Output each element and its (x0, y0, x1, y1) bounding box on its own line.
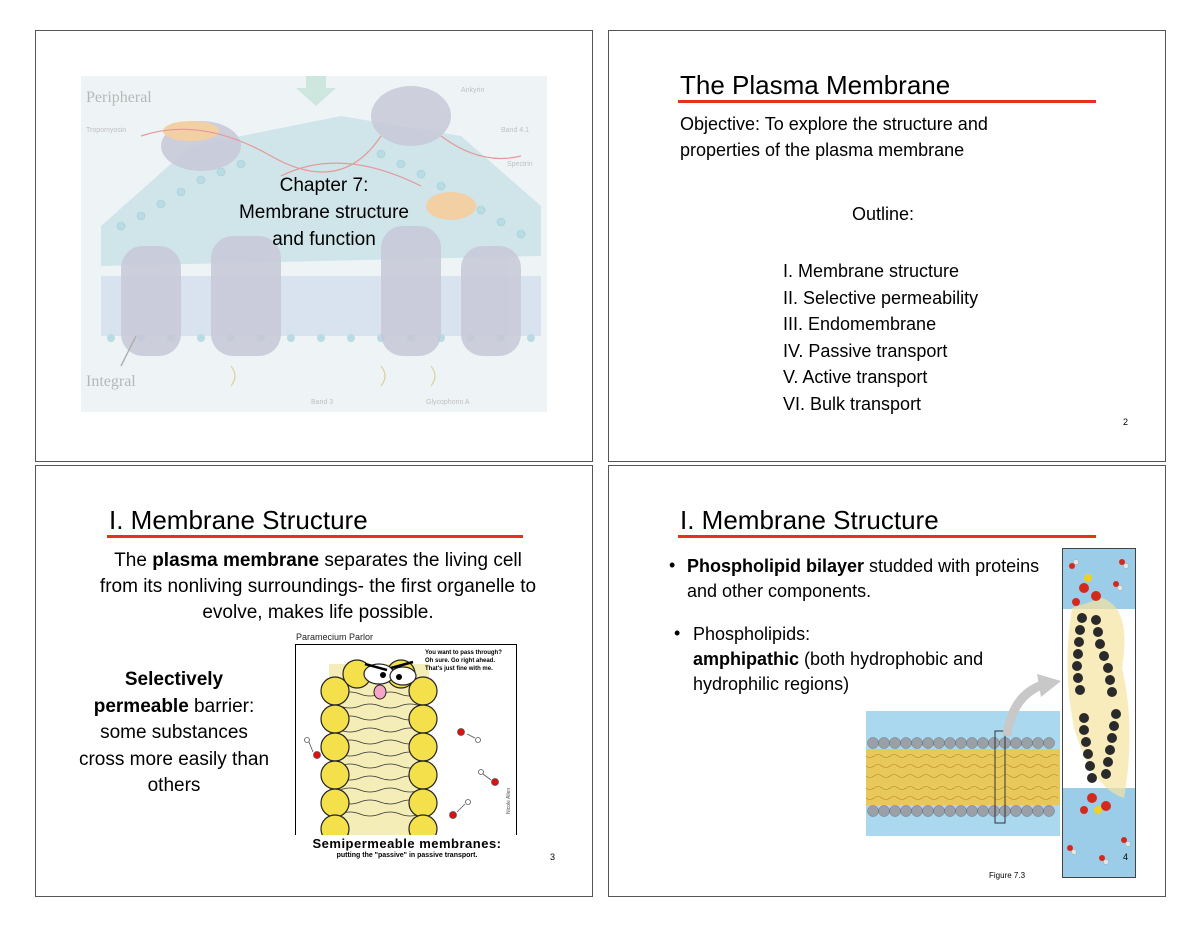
label-tropomyosin: Tropomyosin (86, 127, 126, 134)
bold-term: Selectively (124, 669, 224, 690)
cartoon-signature: Nicole Allen (506, 788, 512, 814)
chapter-title: Chapter 7: Membrane structure and functi… (176, 172, 472, 253)
objective-line: properties of the plasma membrane (680, 140, 965, 160)
label-ankyrin: Ankyrin (461, 87, 484, 94)
slide-2: The Plasma Membrane Objective: To explor… (608, 30, 1166, 462)
cartoon-subcaption: putting the "passive" in passive transpo… (336, 852, 478, 859)
zoom-arrow (1002, 674, 1061, 737)
bold-term: plasma membrane (152, 550, 320, 571)
label-band3: Band 3 (311, 399, 333, 406)
slide-3: I. Membrane Structure The plasma membran… (35, 465, 593, 897)
objective-text: Objective: To explore the structure and … (680, 111, 988, 163)
outline-item: I. Membrane structure (783, 261, 960, 281)
outline-item: II. Selective permeability (783, 287, 979, 308)
page-number: 3 (550, 852, 556, 862)
heading-underline (107, 535, 523, 538)
page-number: 4 (1123, 852, 1129, 862)
slide-heading: I. Membrane Structure (109, 505, 368, 535)
label-spectrin: Spectrin (507, 161, 533, 168)
heading-underline (678, 100, 1096, 103)
bilayer-figure (866, 711, 1060, 836)
outline-item: IV. Passive transport (783, 340, 948, 361)
slide-1: Peripheral Integral Tropomyosin Ankyrin … (35, 30, 593, 462)
slide-heading: I. Membrane Structure (680, 505, 939, 535)
cartoon-title: Paramecium Parlor (296, 632, 374, 642)
figure-caption: Figure 7.3 (989, 871, 1026, 880)
bullet-phospholipids: Phospholipids:amphipathic (both hydropho… (693, 624, 984, 694)
bold-term: amphipathic (693, 649, 800, 669)
cartoon-caption: Semipermeable membranes: (312, 836, 502, 851)
label-glycophorin: Glycophorin A (426, 399, 470, 406)
slide-4: I. Membrane Structure • Phospholipid bil… (608, 465, 1166, 897)
outline-label: Outline: (852, 204, 915, 224)
title-line: Membrane structure (238, 202, 409, 223)
bold-term: Phospholipid bilayer (687, 556, 865, 576)
outline-item: VI. Bulk transport (783, 393, 922, 414)
page-number: 2 (1123, 417, 1129, 427)
bullet-phospholipid-bilayer: Phospholipid bilayer studded with protei… (687, 556, 1040, 601)
label-peripheral: Peripheral (86, 89, 152, 106)
title-line: and function (272, 229, 376, 250)
bullet-marker: • (669, 555, 676, 575)
speech-line: Oh sure. Go right ahead. (425, 658, 495, 664)
bullet-marker: • (674, 623, 681, 643)
label-band41: Band 4.1 (501, 127, 529, 134)
outline-list: I. Membrane structure II. Selective perm… (783, 258, 978, 418)
slide-heading: The Plasma Membrane (680, 70, 951, 100)
speech-line: You want to pass through? (425, 650, 502, 656)
outline-item: V. Active transport (783, 367, 928, 388)
paramecium-cartoon: You want to pass through? Oh sure. Go ri… (295, 644, 517, 835)
membrane-diagram: Peripheral Integral Tropomyosin Ankyrin … (81, 76, 547, 412)
phospholipid-model (1062, 548, 1136, 878)
objective-line: Objective: To explore the structure and (680, 114, 988, 134)
bold-term: permeable (93, 695, 189, 717)
speech-line: That's just fine with me. (425, 666, 493, 672)
plasma-membrane-text: The plasma membrane separates the living… (99, 550, 537, 623)
outline-item: III. Endomembrane (783, 314, 937, 335)
heading-underline (678, 535, 1096, 538)
label-integral: Integral (86, 373, 136, 390)
title-line: Chapter 7: (279, 175, 369, 196)
